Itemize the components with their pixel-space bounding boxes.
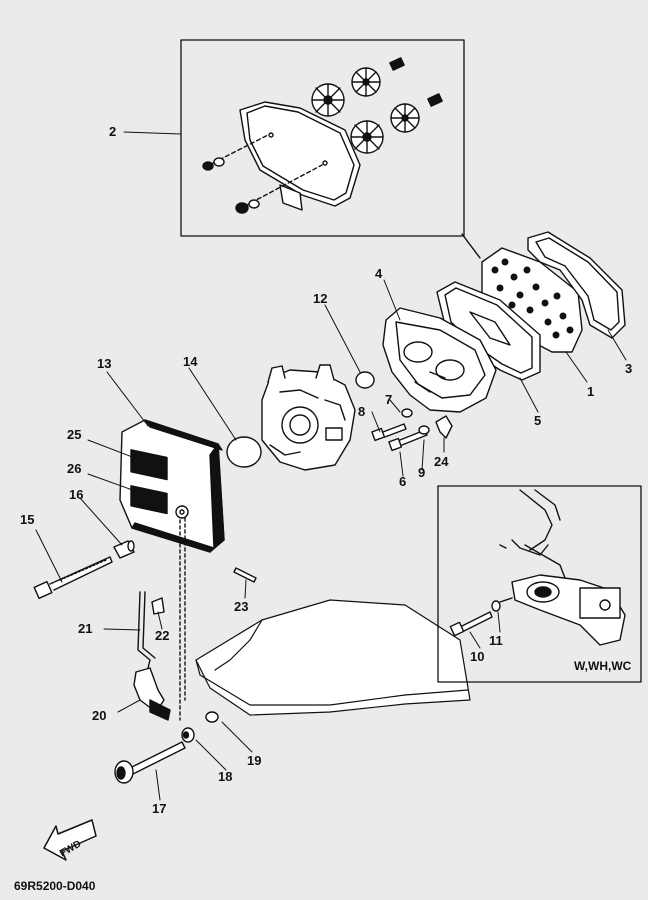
- cowling-outline: [195, 599, 471, 716]
- label-part-9: 9: [418, 465, 426, 480]
- intake-manifold-part-4: [382, 307, 497, 413]
- label-part-1: 1: [587, 384, 595, 399]
- reed-petal-small-2: [390, 103, 420, 133]
- reed-petal-small-1: [351, 67, 381, 97]
- label-part-14: 14: [183, 354, 198, 369]
- pin-part-23: [233, 567, 257, 583]
- o-ring-part-14: [226, 436, 262, 468]
- label-plate-part-25: [130, 449, 168, 481]
- reed-petal-large-1: [311, 83, 345, 117]
- reed-petal-large-2: [350, 120, 384, 154]
- o-ring-part-12: [355, 371, 375, 389]
- bolt-part-15: [33, 556, 113, 600]
- throttle-lever-part-20: [133, 667, 171, 721]
- label-part-22: 22: [155, 628, 170, 643]
- throttle-shaft-part-17: [114, 741, 186, 784]
- label-part-20: 20: [92, 708, 107, 723]
- label-part-2: 2: [109, 124, 117, 139]
- gasket-part-3: [527, 231, 626, 339]
- bracket-part-24: [435, 415, 453, 439]
- drawing-code: 69R5200-D040: [14, 879, 96, 893]
- bolt-part-8: [371, 423, 407, 442]
- clip-part-22: [151, 597, 165, 615]
- inset-box: [437, 485, 642, 683]
- label-part-19: 19: [247, 753, 262, 768]
- label-part-6: 6: [399, 474, 407, 489]
- label-part-7: 7: [385, 392, 393, 407]
- label-part-18: 18: [218, 769, 233, 784]
- label-plate-part-26: [130, 485, 168, 515]
- collar-part-16: [113, 540, 135, 559]
- label-part-8: 8: [358, 404, 366, 419]
- washer-part-9: [418, 425, 430, 435]
- link-rod-part-21: [137, 591, 156, 669]
- nut-washer-2: [235, 199, 260, 214]
- washer-part-7: [401, 408, 413, 418]
- small-screw-2: [427, 93, 443, 107]
- label-leaders: [35, 131, 627, 801]
- label-part-23: 23: [234, 599, 249, 614]
- washer-part-19: [205, 711, 219, 723]
- detail-box-part-2: [180, 39, 481, 259]
- label-part-17: 17: [152, 801, 167, 816]
- inset-model-note: W,WH,WC: [574, 659, 632, 673]
- label-part-21: 21: [78, 621, 93, 636]
- bolt-part-6: [388, 429, 428, 452]
- carburetor: [261, 364, 356, 471]
- label-part-12: 12: [313, 291, 328, 306]
- fwd-arrow-icon: [43, 819, 97, 861]
- label-part-13: 13: [97, 356, 112, 371]
- label-part-24: 24: [434, 454, 449, 469]
- label-part-15: 15: [20, 512, 35, 527]
- label-part-25: 25: [67, 427, 82, 442]
- collar-part-18: [181, 727, 195, 743]
- label-part-3: 3: [625, 361, 633, 376]
- small-screw-1: [389, 57, 405, 71]
- label-part-16: 16: [69, 487, 84, 502]
- label-part-5: 5: [534, 413, 542, 428]
- label-part-4: 4: [375, 266, 383, 281]
- nut-washer-1: [202, 157, 225, 171]
- label-part-10: 10: [470, 649, 485, 664]
- label-part-26: 26: [67, 461, 82, 476]
- silencer-cover-part-13: [119, 419, 225, 553]
- label-part-11: 11: [489, 633, 503, 648]
